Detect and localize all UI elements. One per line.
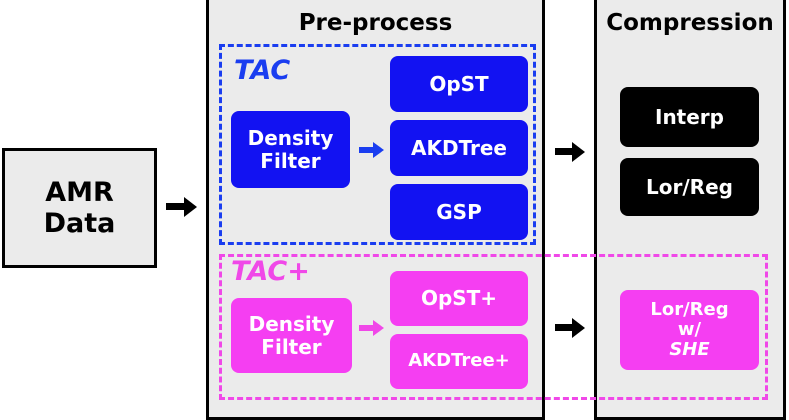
tac-group [219, 44, 536, 245]
preprocess-title: Pre-process [298, 10, 453, 36]
arrow-right-icon [359, 142, 384, 158]
compression-interp: Interp [620, 87, 759, 147]
amr-data-box: AMR Data [2, 148, 157, 268]
amr-data-label: AMR Data [43, 176, 116, 239]
tac-method-gsp: GSP [390, 184, 528, 240]
tac-plus-group [219, 254, 768, 400]
tac-density-filter-block: Density Filter [231, 111, 350, 188]
compression-lor-reg-she: Lor/Reg w/ SHE [620, 290, 759, 370]
tac-label: TAC [234, 55, 291, 86]
tac-method-akdtree: AKDTree [390, 120, 528, 176]
she-line2: w/ [677, 319, 702, 341]
she-line1: Lor/Reg [650, 299, 729, 321]
arrow-right-icon [359, 320, 384, 336]
compression-lor-reg: Lor/Reg [620, 158, 759, 216]
arrow-right-icon [555, 142, 585, 162]
arrow-right-icon [555, 318, 585, 338]
tac-method-opst: OpST [390, 56, 528, 112]
tac-plus-method-akdtree: AKDTree+ [390, 334, 528, 389]
tac-plus-density-filter-block: Density Filter [231, 298, 352, 373]
she-line3: SHE [669, 338, 710, 360]
tac-plus-method-opst: OpST+ [390, 271, 528, 326]
tac-plus-label: TAC+ [231, 256, 310, 287]
compression-title: Compression [606, 10, 774, 36]
arrow-right-icon [166, 197, 197, 217]
